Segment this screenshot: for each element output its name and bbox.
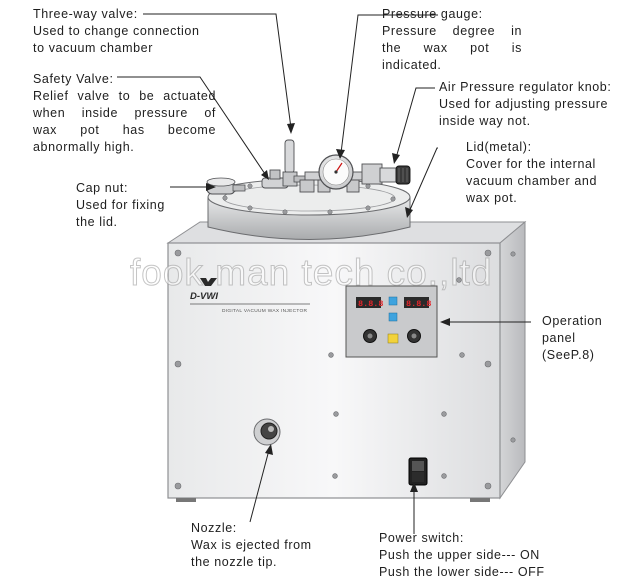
label-safety-valve: Safety Valve: Relief valve to be actuate… [33,71,216,156]
label-line: wax pot has become [33,123,216,137]
control-panel: 8.8.8 8.8.8 [345,285,438,358]
label-title: Pressure gauge: [382,7,483,21]
label-line: indicated. [382,58,442,72]
leader-arrowheads [206,123,450,492]
label-line: wax pot. [466,191,518,205]
label-line: Used for adjusting pressure [439,97,609,111]
leader-lines [117,13,531,534]
label-line: Pressure degree in [382,24,522,38]
body-screws [174,249,516,490]
power-switch [408,457,428,486]
brand-logo: D-VWI DIGITAL VACUUM WAX INJECTOR [190,278,310,314]
label-title: Cap nut: [76,181,129,195]
display-right: 8.8.8 [406,299,432,309]
model-label: D-VWI [190,291,218,302]
label-title: Operation [542,314,603,328]
label-line: Wax is ejected from [191,538,312,552]
label-power-switch: Power switch: Push the upper side--- ON … [379,530,545,581]
air-regulator-knob [361,163,411,185]
label-cap-nut: Cap nut: Used for fixing the lid. [76,180,165,231]
label-line: Push the upper side--- ON [379,548,540,562]
label-air-regulator: Air Pressure regulator knob: Used for ad… [439,79,611,130]
label-line: the lid. [76,215,118,229]
label-title: Nozzle: [191,521,237,535]
three-way-valve [282,139,307,187]
label-operation-panel: Operation panel (SeeP.8) [542,313,602,364]
label-line: Cover for the internal [466,157,596,171]
label-line: the wax pot is [382,41,522,55]
safety-valve [261,169,289,189]
label-line: Used for fixing [76,198,165,212]
label-line: Relief valve to be actuated [33,89,216,103]
model-subtitle: DIGITAL VACUUM WAX INJECTOR [222,308,308,314]
machine-body [166,220,527,502]
label-lid: Lid(metal): Cover for the internal vacuu… [466,139,597,207]
label-line: inside way not. [439,114,531,128]
label-title: Lid(metal): [466,140,532,154]
label-line: Push the lower side--- OFF [379,565,545,579]
display-left: 8.8.8 [358,299,384,309]
label-nozzle: Nozzle: Wax is ejected from the nozzle t… [191,520,312,571]
label-line: abnormally high. [33,140,135,154]
watermark: fook man tech co.,ltd [129,252,493,294]
label-line: (SeeP.8) [542,348,595,362]
label-line: to vacuum chamber [33,41,153,55]
label-title: Three-way valve: [33,7,138,21]
label-line: the nozzle tip. [191,555,278,569]
label-pressure-gauge: Pressure gauge: Pressure degree in the w… [382,6,522,74]
label-line: Used to change connection [33,24,200,38]
nozzle [253,418,281,446]
label-line: when inside pressure of [33,106,216,120]
label-title: Air Pressure regulator knob: [439,80,612,94]
label-line: panel [542,331,576,345]
label-title: Safety Valve: [33,72,114,86]
label-line: vacuum chamber and [466,174,598,188]
label-three-way-valve: Three-way valve: Used to change connecti… [33,6,200,57]
label-title: Power switch: [379,531,464,545]
pressure-gauge [318,154,354,190]
